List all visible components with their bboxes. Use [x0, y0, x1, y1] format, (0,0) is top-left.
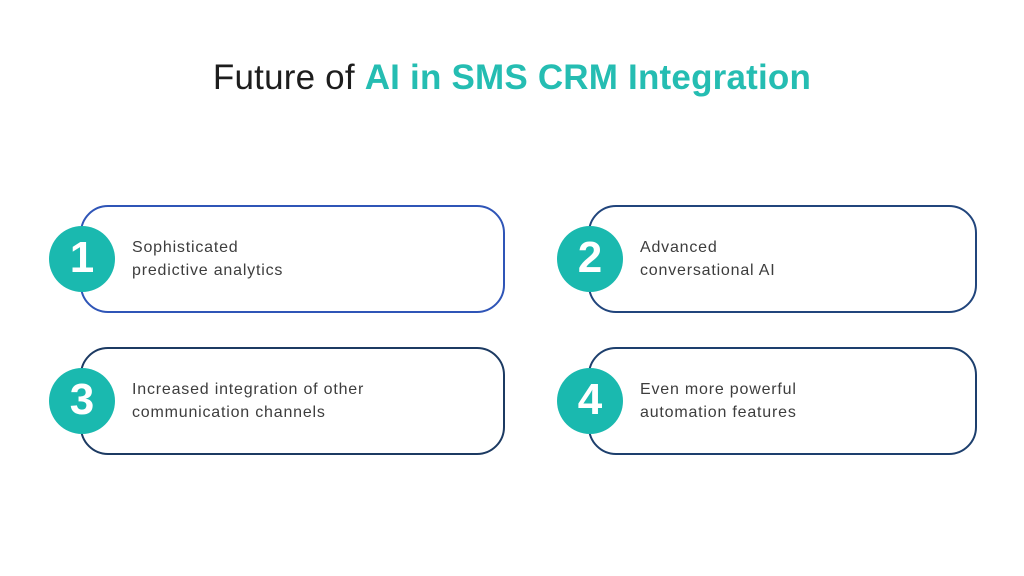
step-label-4-line-1: Even more powerful — [640, 381, 797, 398]
step-label-1: Sophisticated predictive analytics — [132, 236, 283, 282]
step-label-4-line-2: automation features — [640, 404, 797, 421]
step-number-badge-3: 3 — [49, 368, 115, 434]
step-number-badge-4: 4 — [557, 368, 623, 434]
step-label-2-line-2: conversational AI — [640, 262, 776, 279]
step-label-3-line-2: communication channels — [132, 404, 326, 421]
step-label-3-line-1: Increased integration of other — [132, 381, 365, 398]
step-card-4: 4 Even more powerful automation features — [557, 347, 977, 455]
step-label-2: Advanced conversational AI — [640, 236, 775, 282]
step-card-2: 2 Advanced conversational AI — [557, 205, 977, 313]
step-card-1: 1 Sophisticated predictive analytics — [49, 205, 505, 313]
page-title-highlight: AI in SMS CRM Integration — [364, 58, 812, 97]
step-number-badge-1: 1 — [49, 226, 115, 292]
step-label-3: Increased integration of other communica… — [132, 378, 364, 424]
step-label-2-line-1: Advanced — [640, 239, 718, 256]
step-label-1-line-2: predictive analytics — [132, 262, 284, 279]
step-label-1-line-1: Sophisticated — [132, 239, 239, 256]
step-label-4: Even more powerful automation features — [640, 378, 797, 424]
page-title-prefix: Future of — [212, 58, 365, 97]
page-title: Future of AI in SMS CRM Integration — [0, 58, 1024, 98]
step-card-3: 3 Increased integration of other communi… — [49, 347, 505, 455]
step-number-badge-2: 2 — [557, 226, 623, 292]
